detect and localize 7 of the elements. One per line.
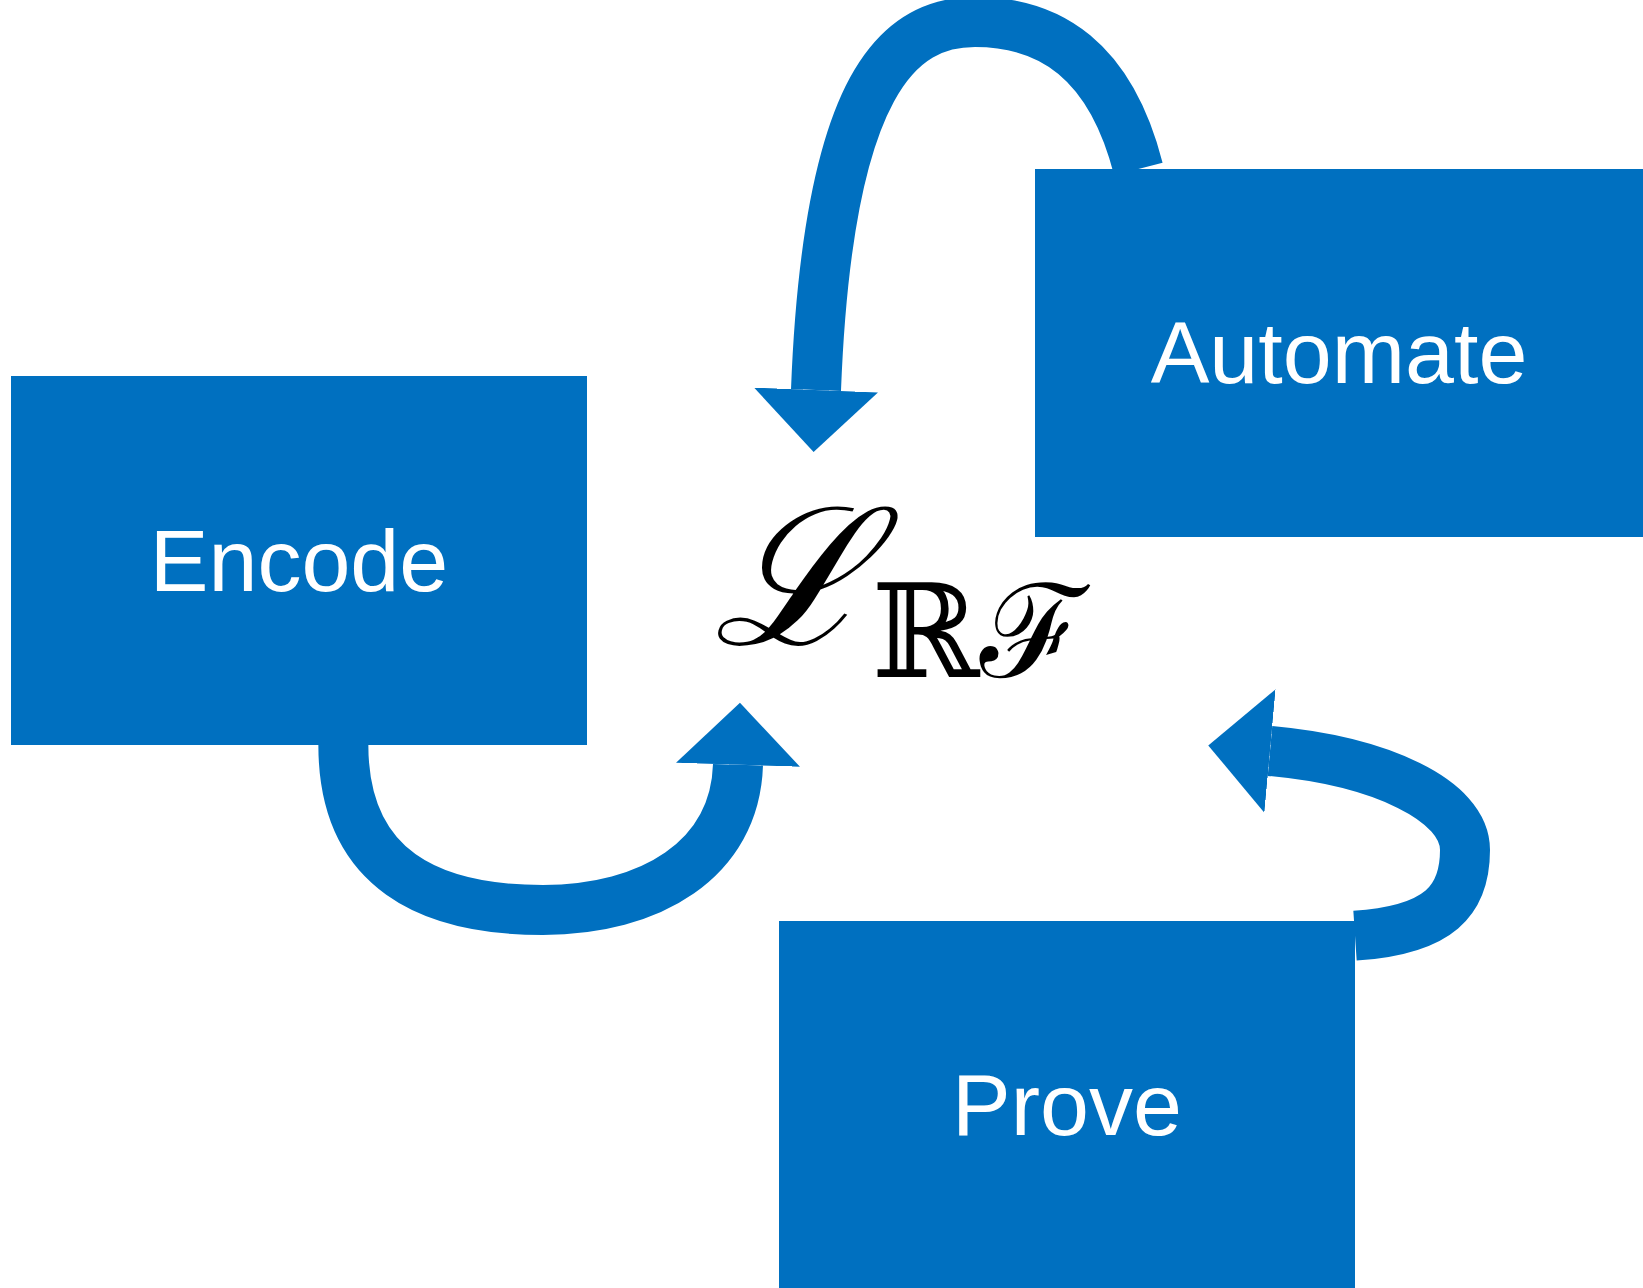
box-label: Prove bbox=[952, 1053, 1182, 1156]
box-label: Encode bbox=[149, 509, 449, 612]
box-label: Automate bbox=[1150, 302, 1528, 404]
process-box bbox=[11, 376, 587, 745]
curved-arrow bbox=[1208, 689, 1490, 961]
process-box bbox=[1035, 169, 1643, 537]
process-box bbox=[779, 921, 1355, 1288]
